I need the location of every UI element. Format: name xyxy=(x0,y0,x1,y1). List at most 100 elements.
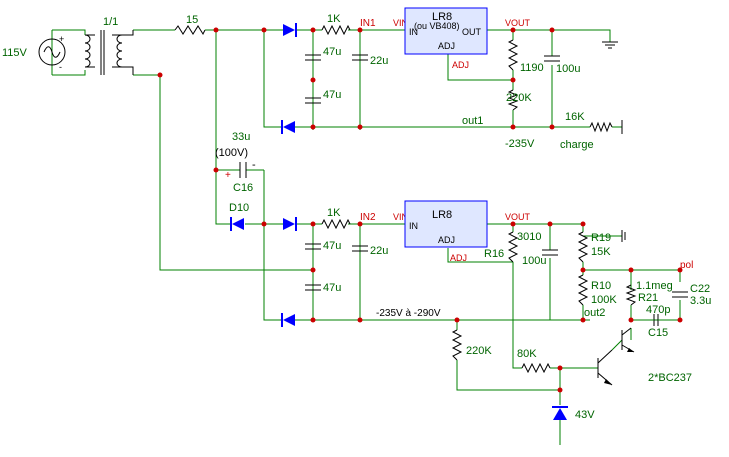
capacitor-47u-top-b xyxy=(305,97,321,104)
resistor-220k-bottom-symbol xyxy=(451,329,463,361)
node xyxy=(454,317,460,323)
resistor-r19-name: R19 xyxy=(591,232,611,244)
node xyxy=(357,221,363,227)
charge-label: charge xyxy=(560,139,594,151)
capacitor-c15 xyxy=(640,314,680,326)
net-in2-label: IN2 xyxy=(360,212,376,223)
node xyxy=(549,27,555,33)
resistor-r21-name: R21 xyxy=(638,292,658,304)
node xyxy=(261,27,267,33)
node xyxy=(261,221,267,227)
resistor-r19-value: 15K xyxy=(591,246,611,258)
ic-top-alt: (ou VB408) xyxy=(414,21,460,31)
net-vin1-label: VIN xyxy=(393,18,408,28)
node xyxy=(628,317,634,323)
net-vout1-label: VOUT xyxy=(505,18,531,28)
capacitor-47u-bottom-a xyxy=(305,243,321,250)
cap-c15-value: 470p xyxy=(646,304,670,316)
node xyxy=(677,317,683,323)
node xyxy=(310,317,316,323)
net-adj2-label: ADJ xyxy=(450,253,467,263)
cap-47u-top-a-label: 47u xyxy=(323,46,341,58)
regulator-ic-top xyxy=(404,7,488,55)
resistor-1k-bottom-symbol xyxy=(321,218,351,230)
node xyxy=(213,27,219,33)
node xyxy=(549,124,555,130)
node xyxy=(213,167,219,173)
transformer-ratio-label: 1/1 xyxy=(103,16,118,28)
c16-plus-label: + xyxy=(225,170,231,181)
capacitor-100u-bottom xyxy=(542,249,558,256)
resistor-220k-top-symbol xyxy=(507,89,519,111)
cap-47u-top-b-label: 47u xyxy=(323,89,341,101)
cap-c22-name: C22 xyxy=(690,283,710,295)
node xyxy=(310,221,316,227)
cap-100u-bottom-label: 100u xyxy=(522,255,546,267)
capacitor-22u-top xyxy=(352,54,368,61)
ac-source-symbol: + - xyxy=(38,34,66,72)
ic-top-out-pin: OUT xyxy=(462,27,482,37)
diode-top-1 xyxy=(283,23,297,37)
node xyxy=(357,27,363,33)
net-out2-label: out2 xyxy=(584,307,605,319)
net-out1-label: out1 xyxy=(462,115,483,127)
node xyxy=(510,77,516,83)
ic-bottom-adj-pin: ADJ xyxy=(438,235,455,245)
net-pol-label: pol xyxy=(680,260,693,271)
resistor-r10-name: R10 xyxy=(591,280,611,292)
node xyxy=(357,124,363,130)
resistor-1k-top-symbol xyxy=(321,24,351,36)
diode-bottom-2 xyxy=(281,313,295,327)
node xyxy=(310,124,316,130)
node xyxy=(510,221,516,227)
node xyxy=(547,221,553,227)
node xyxy=(357,317,363,323)
c16-name-label: C16 xyxy=(233,182,253,194)
resistor-r19-symbol xyxy=(577,231,589,263)
capacitor-100u-top xyxy=(544,55,560,62)
transistor-label: 2*BC237 xyxy=(648,372,692,384)
resistor-80k-symbol xyxy=(521,362,551,374)
capacitor-47u-bottom-b xyxy=(305,284,321,291)
cap-22u-top-label: 22u xyxy=(370,55,388,67)
node xyxy=(580,317,586,323)
node xyxy=(157,72,163,78)
transistor-pair-symbol xyxy=(597,327,635,386)
svg-text:+: + xyxy=(59,34,64,44)
source-voltage-label: 115V xyxy=(2,47,28,59)
ic-top-in-pin: IN xyxy=(409,27,418,37)
resistor-r10-symbol xyxy=(577,274,589,306)
net-adj1-label: ADJ xyxy=(452,60,469,70)
resistor-80k-label: 80K xyxy=(517,348,537,360)
node xyxy=(580,221,586,227)
resistor-220k-bottom-label: 220K xyxy=(466,345,492,357)
node xyxy=(557,387,563,393)
diode-d10-label: D10 xyxy=(229,202,249,214)
resistor-1k-top-label: 1K xyxy=(327,13,341,25)
node xyxy=(628,267,634,273)
cap-c22-value: 3.3u xyxy=(690,295,711,307)
resistor-r21-value: 1.1meg xyxy=(636,280,673,292)
resistor-1k-bottom-label: 1K xyxy=(327,207,341,219)
node xyxy=(510,124,516,130)
resistor-r16-name: R16 xyxy=(484,248,504,260)
resistor-16k-symbol xyxy=(589,121,613,133)
net-in1-label: IN1 xyxy=(360,18,376,29)
zener-43v-label: 43V xyxy=(575,409,595,421)
ground-bottom-icon xyxy=(621,230,626,242)
transformer-symbol xyxy=(84,30,134,75)
node xyxy=(580,267,586,273)
net-vin2-label: VIN xyxy=(393,212,408,222)
capacitor-c16 xyxy=(239,162,247,178)
capacitor-22u-bottom xyxy=(352,245,368,252)
resistor-r16-value: 3010 xyxy=(517,231,541,243)
resistor-r21-symbol xyxy=(625,284,637,306)
diode-d10 xyxy=(230,217,244,231)
cap-100u-top-label: 100u xyxy=(556,63,580,75)
node xyxy=(510,27,516,33)
ic-bottom-name: LR8 xyxy=(432,209,452,221)
regulator-ic-bottom xyxy=(404,200,488,248)
cap-33u-voltage-label: (100V) xyxy=(215,147,248,159)
